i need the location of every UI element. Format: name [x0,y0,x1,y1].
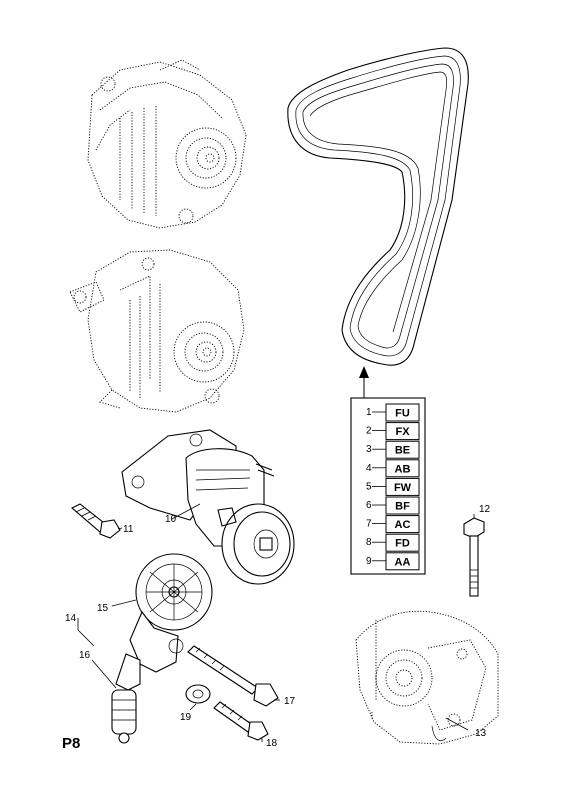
alternator-upper-illustration [87,59,247,229]
belt-code-cell [385,515,420,534]
belt-code-table: 1 FU 2 FX 3 BE 4 AB 5 FW 6 BF 7 AC 8 FD 9 AA [350,397,426,575]
belt-code-row-number: 9 [366,556,372,567]
callout-leaders [77,503,475,742]
bolt-11-illustration [71,503,121,539]
bolt-18-illustration [213,701,269,741]
belt-code-row: 2 FX [366,422,420,441]
belt-code-text: BF [395,501,410,513]
belt-code-cell [385,533,420,552]
belt-code-row-number: 2 [366,426,372,437]
belt-code-cell [385,552,420,571]
bolt-12-illustration [463,517,485,597]
belt-code-text: FD [395,538,410,550]
belt-code-cell [385,403,420,422]
belt-code-cell [385,496,420,515]
belt-code-cell [385,440,420,459]
callout-13: 13 [475,728,487,739]
bolt-17-illustration [187,645,279,707]
belt-code-text: BE [395,445,410,457]
belt-code-cell [385,422,420,441]
tensioner-13-illustration [355,610,499,745]
callout-18: 18 [266,738,278,749]
belt-code-row: 6 BF [366,496,420,515]
belt-code-row-number: 7 [366,519,372,530]
belt-code-row-number: 8 [366,537,372,548]
callout-11: 11 [123,524,134,535]
belt-code-text: FW [394,482,412,494]
belt-code-row-number: 1 [366,407,372,418]
washer-19-illustration [185,684,211,704]
belt-code-text: AA [395,556,411,568]
alternator-lower-illustration [69,249,245,413]
belt-code-row: 4 AB [366,459,420,478]
callout-15: 15 [97,603,109,614]
belt-code-row-number: 6 [366,500,372,511]
idler-pulley-arm-illustration [111,553,213,744]
callout-16: 16 [79,650,91,661]
belt-code-cell [385,459,420,478]
drive-belt-illustration [287,47,469,366]
belt-code-row: 3 BE [366,440,420,459]
belt-code-text: AB [395,463,411,475]
belt-code-text: FU [395,408,410,420]
belt-code-row-number: 4 [366,463,372,474]
belt-pointer-arrow [359,366,369,398]
belt-code-text: FX [395,426,410,438]
belt-code-row: 8 FD [366,533,420,552]
tensioner-assembly-illustration [121,429,295,585]
belt-code-row: 5 FW [366,477,420,496]
callout-17: 17 [284,696,296,707]
belt-code-row-number: 5 [366,481,372,492]
page-id-label: P8 [62,735,80,752]
belt-code-row: 9 AA [366,552,420,571]
belt-code-row: 1 FU [366,403,420,422]
callout-10: 10 [165,514,177,525]
callout-12: 12 [479,504,491,515]
callout-19: 19 [180,712,192,723]
belt-code-cell [385,477,420,496]
belt-code-text: AC [395,519,411,531]
belt-code-row: 7 AC [366,515,420,534]
belt-code-row-number: 3 [366,444,372,455]
callout-14: 14 [65,613,77,624]
